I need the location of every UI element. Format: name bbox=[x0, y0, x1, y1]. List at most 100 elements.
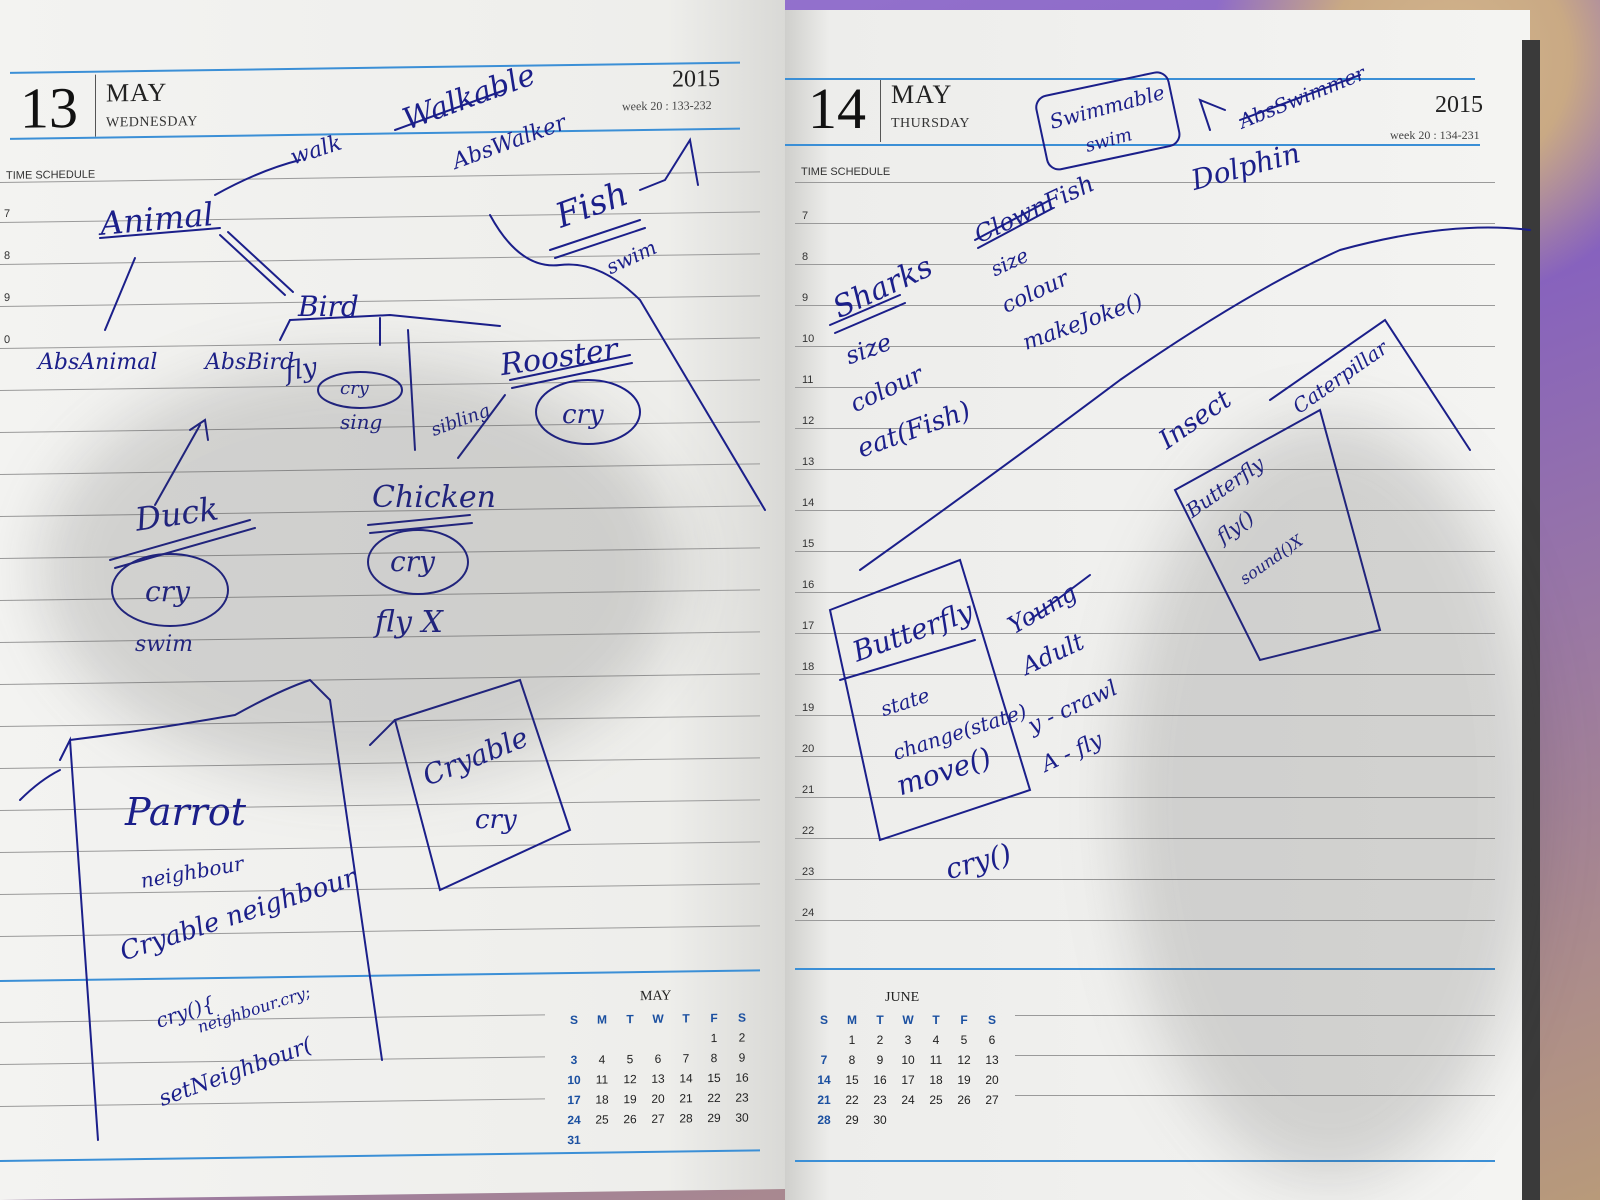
box-stroke bbox=[369, 719, 396, 746]
schedule-line bbox=[795, 633, 1495, 634]
divider-curve bbox=[859, 226, 1531, 571]
box-stroke bbox=[59, 736, 99, 1141]
hour-label: 14 bbox=[802, 497, 815, 509]
hour-label: 8 bbox=[802, 251, 809, 263]
underline-stroke bbox=[1239, 74, 1361, 121]
calendar-day: 20 bbox=[985, 1073, 999, 1087]
note-bird-cry: cry bbox=[340, 378, 369, 399]
hour-label: 20 bbox=[802, 743, 815, 755]
schedule-line bbox=[795, 469, 1495, 470]
calendar-day: 21 bbox=[817, 1093, 831, 1107]
calendar-weekday-header: T bbox=[932, 1013, 940, 1027]
butterfly-small-box bbox=[1173, 408, 1382, 662]
cryable-box bbox=[393, 678, 572, 892]
header-divider bbox=[880, 80, 881, 142]
calendar-day: 8 bbox=[848, 1053, 856, 1067]
calendar-weekday-header: F bbox=[960, 1013, 968, 1027]
hour-label: 12 bbox=[802, 415, 815, 427]
connector-stroke bbox=[1029, 574, 1091, 621]
calendar-day: 5 bbox=[960, 1033, 968, 1047]
hour-label: 16 bbox=[802, 579, 815, 591]
hour-label: 13 bbox=[802, 456, 815, 468]
hand-shadow bbox=[1120, 420, 1540, 1180]
calendar-day: 4 bbox=[932, 1033, 940, 1047]
note-duck-swim: swim bbox=[135, 632, 194, 657]
double-underline-stroke bbox=[367, 514, 473, 534]
hour-label: 9 bbox=[802, 292, 809, 304]
schedule-line bbox=[795, 674, 1495, 675]
diary-spine-edge bbox=[1522, 40, 1540, 1200]
calendar-day: 7 bbox=[820, 1053, 828, 1067]
double-line-stroke bbox=[219, 231, 294, 296]
notes-rule bbox=[795, 968, 1495, 970]
schedule-line bbox=[795, 510, 1495, 511]
calendar-day: 25 bbox=[929, 1093, 943, 1107]
month-label: MAY bbox=[891, 80, 953, 109]
calendar-day: 19 bbox=[957, 1073, 971, 1087]
calendar-day: 17 bbox=[901, 1073, 915, 1087]
hour-label: 23 bbox=[802, 866, 815, 878]
calendar-day: 26 bbox=[957, 1093, 971, 1107]
calendar-day: 18 bbox=[929, 1073, 943, 1087]
notes-line bbox=[1015, 1055, 1495, 1056]
hour-label: 21 bbox=[802, 784, 815, 796]
schedule-line bbox=[795, 346, 1495, 347]
arrow-stroke bbox=[154, 424, 201, 506]
calendar-day: 16 bbox=[873, 1073, 887, 1087]
hour-label: 17 bbox=[802, 620, 815, 632]
calendar-day: 13 bbox=[985, 1053, 999, 1067]
schedule-line bbox=[795, 305, 1495, 306]
box-stroke bbox=[19, 769, 61, 801]
calendar-weekday-header: W bbox=[902, 1013, 914, 1027]
schedule-line bbox=[795, 551, 1495, 552]
calendar-day: 11 bbox=[929, 1053, 943, 1067]
day-number: 14 bbox=[808, 76, 866, 141]
calendar-day: 10 bbox=[901, 1053, 915, 1067]
time-schedule-label: TIME SCHEDULE bbox=[801, 166, 891, 178]
cry-ellipse bbox=[111, 553, 229, 627]
hour-label: 15 bbox=[802, 538, 815, 550]
schedule-line bbox=[795, 838, 1495, 839]
double-underline-stroke bbox=[974, 199, 1054, 249]
note-absbird: AbsBird bbox=[205, 350, 295, 375]
schedule-line bbox=[795, 387, 1495, 388]
header-rule-bottom bbox=[785, 144, 1480, 146]
arrowhead-stroke bbox=[1198, 98, 1226, 131]
calendar-day: 9 bbox=[876, 1053, 884, 1067]
calendar-weekday-header: S bbox=[819, 1013, 828, 1027]
underline-stroke bbox=[99, 227, 221, 239]
note-duck-cry: cry bbox=[145, 575, 190, 608]
calendar-day: 1 bbox=[848, 1033, 856, 1047]
schedule-line bbox=[795, 920, 1495, 921]
box-divider bbox=[839, 639, 976, 681]
hour-label: 7 bbox=[802, 210, 809, 222]
note-sing: sing bbox=[340, 410, 383, 434]
arrow-stroke bbox=[457, 394, 506, 459]
hour-label: 22 bbox=[802, 825, 815, 837]
hour-label: 24 bbox=[802, 907, 815, 919]
double-underline-stroke bbox=[549, 219, 646, 259]
hand-shadow bbox=[40, 360, 680, 780]
note-cryable-cry: cry bbox=[475, 805, 517, 835]
week-label: week 20 : 134-231 bbox=[1390, 128, 1480, 142]
notes-line bbox=[1015, 1095, 1495, 1096]
calendar-day: 14 bbox=[817, 1073, 831, 1087]
schedule-line bbox=[795, 797, 1495, 798]
note-parrot: Parrot bbox=[125, 790, 246, 834]
calendar-day: 12 bbox=[957, 1053, 971, 1067]
note-rooster-cry: cry bbox=[562, 400, 604, 430]
footer-rule bbox=[795, 1160, 1495, 1162]
cry-ellipse bbox=[317, 371, 403, 409]
calendar-weekday-header: S bbox=[987, 1013, 996, 1027]
caterpillar-box bbox=[1269, 318, 1471, 451]
schedule-line bbox=[795, 264, 1495, 265]
schedule-line bbox=[795, 715, 1495, 716]
header-rule-top bbox=[785, 78, 1475, 80]
box-stroke bbox=[69, 678, 383, 1061]
schedule-line bbox=[795, 756, 1495, 757]
schedule-line bbox=[795, 879, 1495, 880]
calendar-day: 29 bbox=[845, 1113, 859, 1127]
double-underline-stroke bbox=[829, 294, 906, 334]
connector-stroke bbox=[407, 329, 416, 451]
